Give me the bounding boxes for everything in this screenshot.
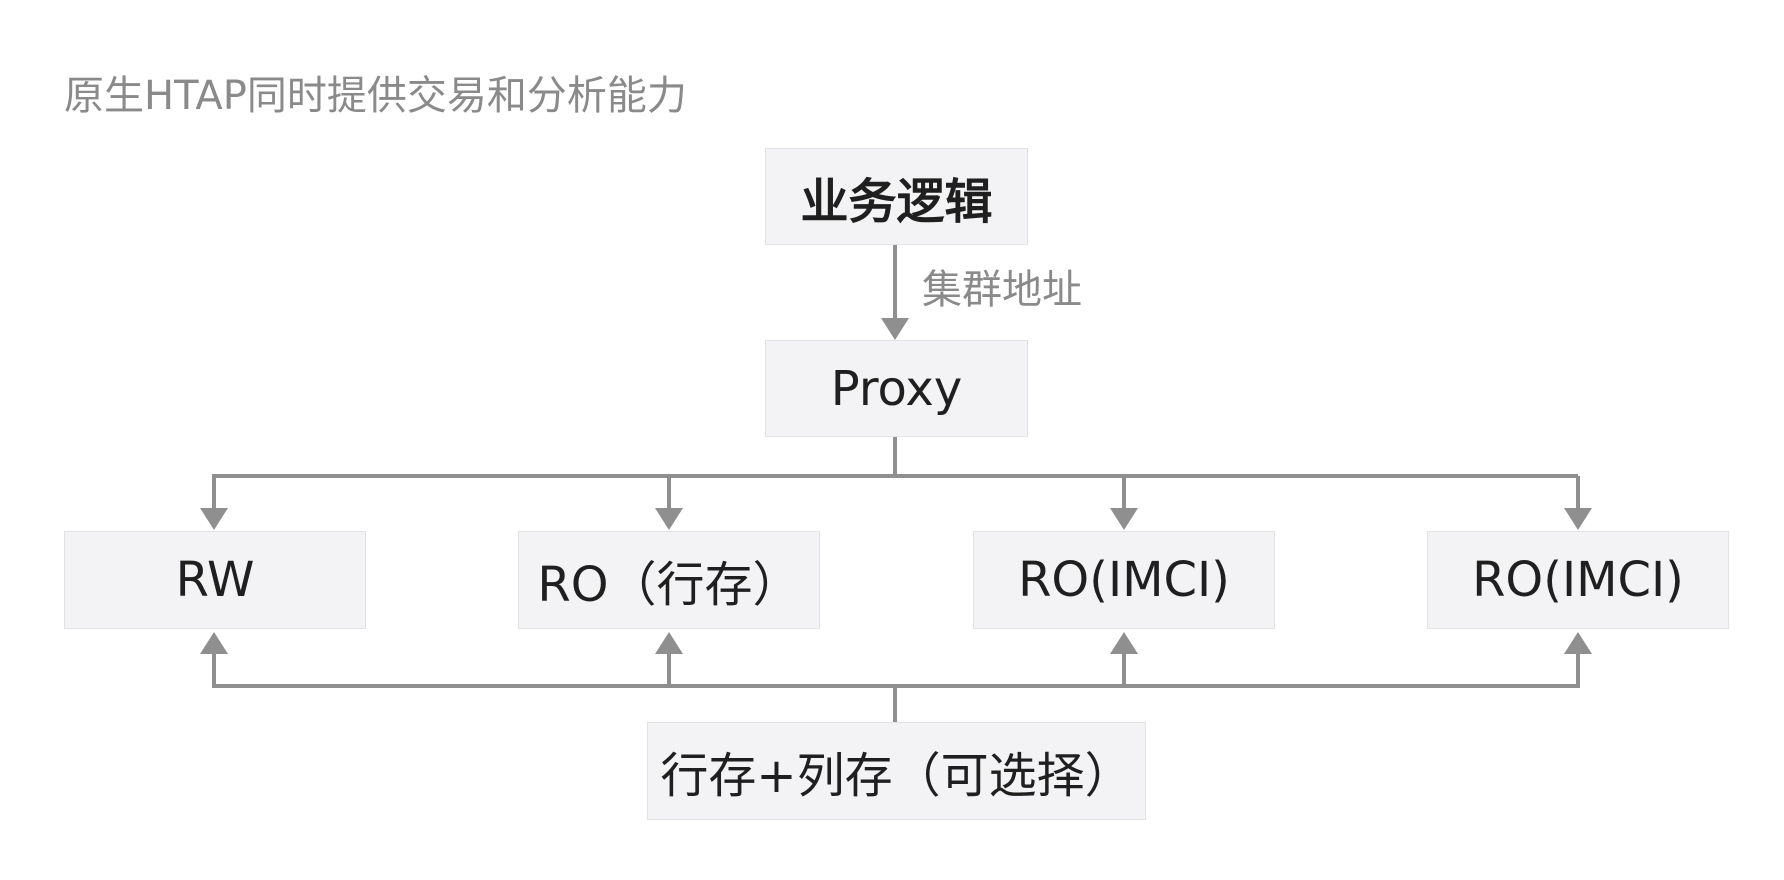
node-ro-row: RO（行存） xyxy=(518,531,820,629)
arrowhead-up-rw xyxy=(200,632,228,654)
arrowhead-up-ro-imci-2 xyxy=(1564,632,1592,654)
node-business-logic: 业务逻辑 xyxy=(765,148,1028,245)
arrowhead-up-ro-row xyxy=(655,632,683,654)
node-ro-imci-1: RO(IMCI) xyxy=(973,531,1275,629)
node-ro-imci-2: RO(IMCI) xyxy=(1427,531,1729,629)
node-ro-imci-1-label: RO(IMCI) xyxy=(1018,552,1230,608)
diagram-title: 原生HTAP同时提供交易和分析能力 xyxy=(64,73,687,119)
node-rw-label: RW xyxy=(175,552,255,608)
arrowhead-ro-row xyxy=(655,508,683,530)
node-rw: RW xyxy=(64,531,366,629)
node-storage: 行存+列存（可选择） xyxy=(647,722,1146,820)
edge-label-cluster-address: 集群地址 xyxy=(922,267,1082,313)
arrowhead-up-ro-imci-1 xyxy=(1110,632,1138,654)
node-business-logic-label: 业务逻辑 xyxy=(800,173,993,230)
arrowhead-rw xyxy=(200,508,228,530)
arrowhead-ro-imci-2 xyxy=(1564,508,1592,530)
node-ro-imci-2-label: RO(IMCI) xyxy=(1472,552,1684,608)
node-ro-row-label: RO（行存） xyxy=(537,557,801,613)
node-proxy: Proxy xyxy=(765,340,1028,437)
node-proxy-label: Proxy xyxy=(830,360,963,417)
arrowhead-ro-imci-1 xyxy=(1110,508,1138,530)
node-storage-label: 行存+列存（可选择） xyxy=(660,748,1133,804)
arrowhead-proxy xyxy=(881,318,909,340)
